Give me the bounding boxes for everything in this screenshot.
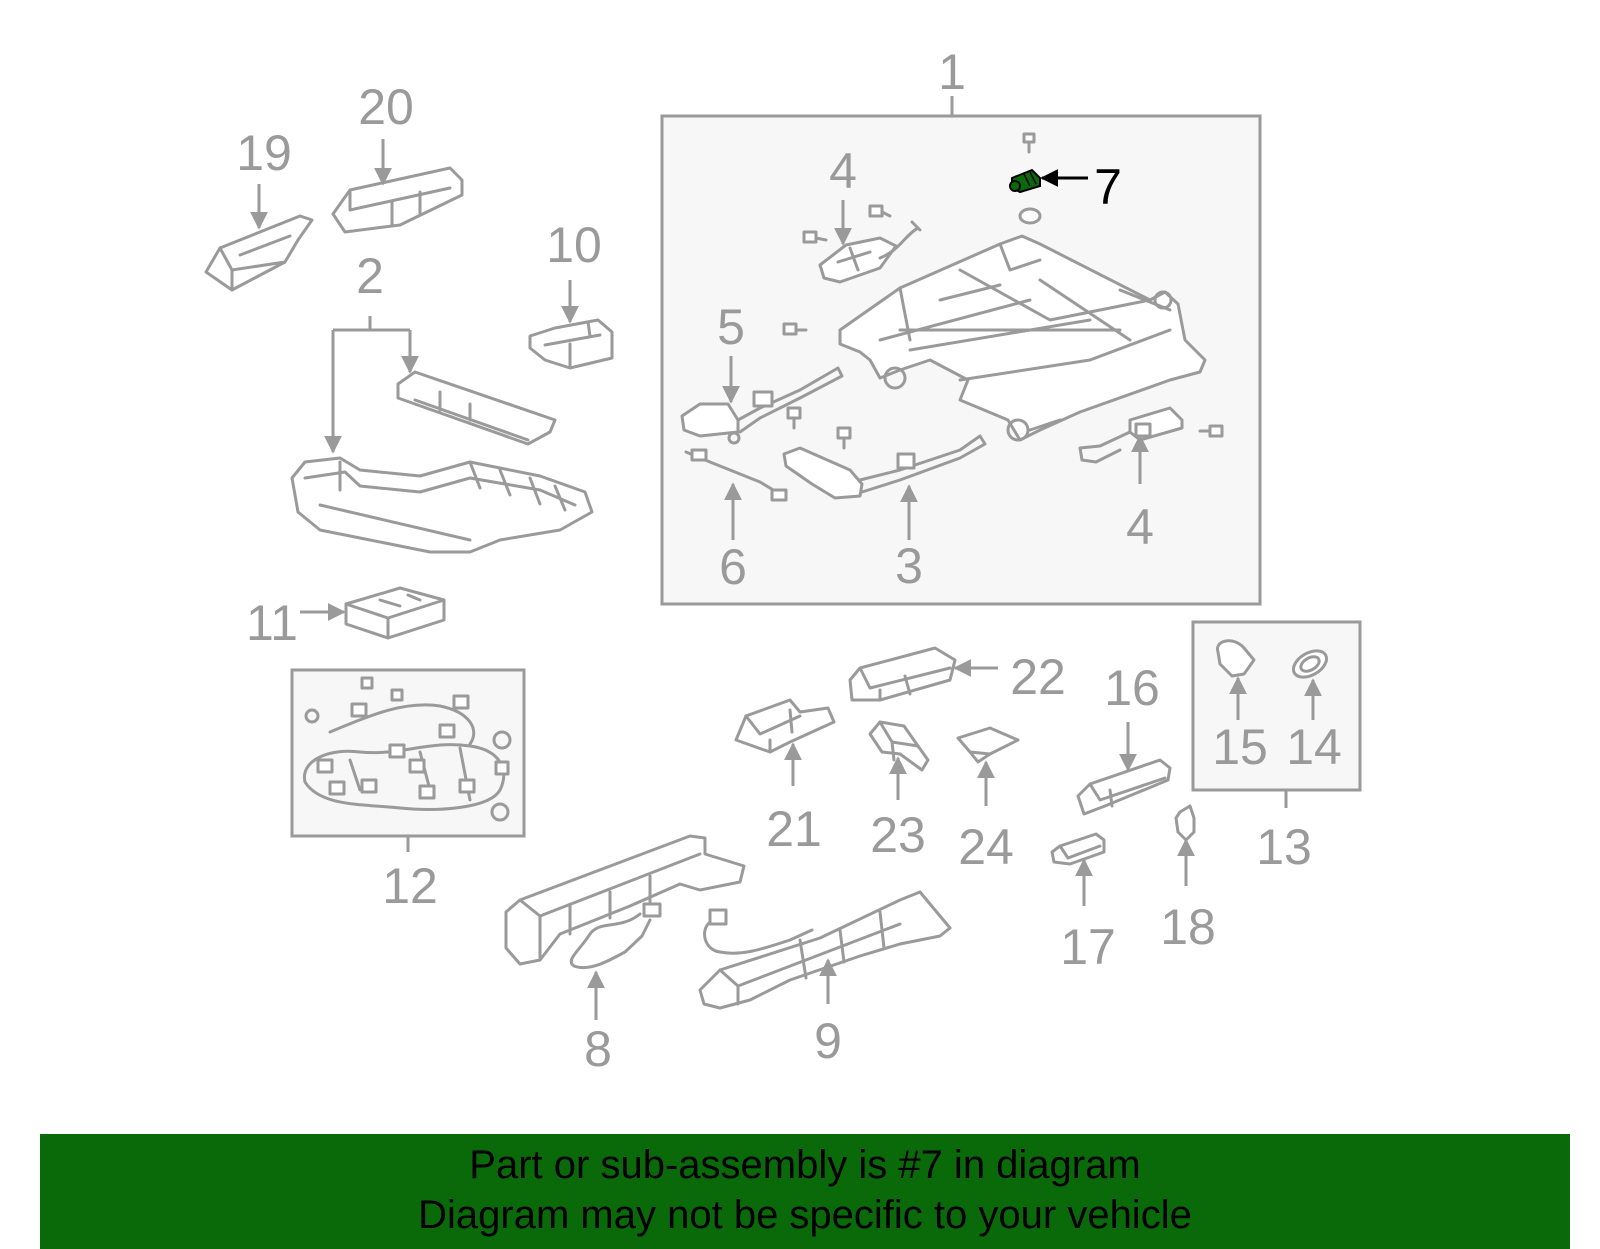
callout-21: 21 <box>766 801 822 857</box>
callout-6: 6 <box>719 539 747 595</box>
part-19-shape <box>204 214 314 292</box>
part-12-shape <box>303 676 512 822</box>
part-14-shape <box>1291 649 1329 679</box>
part-9-shape <box>698 890 952 1010</box>
part-15-shape <box>1216 639 1256 678</box>
part-23-shape <box>868 720 930 772</box>
callout-14: 14 <box>1286 719 1342 775</box>
part-3-shape <box>782 434 987 500</box>
callout-17: 17 <box>1060 919 1116 975</box>
callout-15: 15 <box>1212 719 1268 775</box>
callout-4-upper: 4 <box>829 143 857 199</box>
callout-7: 7 <box>1094 159 1122 215</box>
callout-22: 22 <box>1010 649 1066 705</box>
part-8-shape <box>504 834 746 969</box>
bolt-top-shape <box>1022 132 1036 154</box>
part-18-shape <box>1174 804 1196 842</box>
callout-10: 10 <box>546 217 602 273</box>
callout-8: 8 <box>584 1021 612 1077</box>
part-17-shape <box>1050 832 1106 866</box>
callout-19: 19 <box>236 125 292 181</box>
part-21-shape <box>734 698 836 754</box>
info-banner: Part or sub-assembly is #7 in diagram Di… <box>40 1134 1570 1249</box>
callout-9: 9 <box>814 1013 842 1069</box>
banner-line-2: Diagram may not be specific to your vehi… <box>418 1193 1192 1237</box>
callout-20: 20 <box>358 79 414 135</box>
part-1-frame-shape <box>838 234 1207 442</box>
part-16-shape <box>1076 758 1172 816</box>
bolt-shape <box>782 322 1224 450</box>
callout-12: 12 <box>382 858 438 914</box>
part-2-shape <box>290 370 594 554</box>
callout-24: 24 <box>958 819 1014 875</box>
callout-23: 23 <box>870 807 926 863</box>
part-4-lower-shape <box>1078 406 1184 464</box>
callout-5: 5 <box>717 299 745 355</box>
callout-1: 1 <box>938 44 966 100</box>
washer-shape <box>1018 207 1042 225</box>
part-10-shape <box>528 318 614 370</box>
callout-13: 13 <box>1256 819 1312 875</box>
part-5-shape <box>680 366 844 445</box>
part-22-shape <box>848 646 957 702</box>
callout-11: 11 <box>246 595 298 651</box>
part-24-shape <box>956 726 1020 764</box>
callout-16: 16 <box>1104 660 1160 716</box>
assembly-13-box <box>1191 620 1362 792</box>
part-20-shape <box>331 166 464 234</box>
callout-4-lower: 4 <box>1126 499 1154 555</box>
banner-line-1: Part or sub-assembly is #7 in diagram <box>469 1143 1141 1187</box>
callout-18: 18 <box>1160 899 1216 955</box>
part-11-shape <box>344 586 446 640</box>
callout-3: 3 <box>895 538 923 594</box>
part-6-shape <box>684 448 788 502</box>
callout-2: 2 <box>356 248 384 304</box>
part-7-highlighted-shape <box>1009 168 1041 194</box>
